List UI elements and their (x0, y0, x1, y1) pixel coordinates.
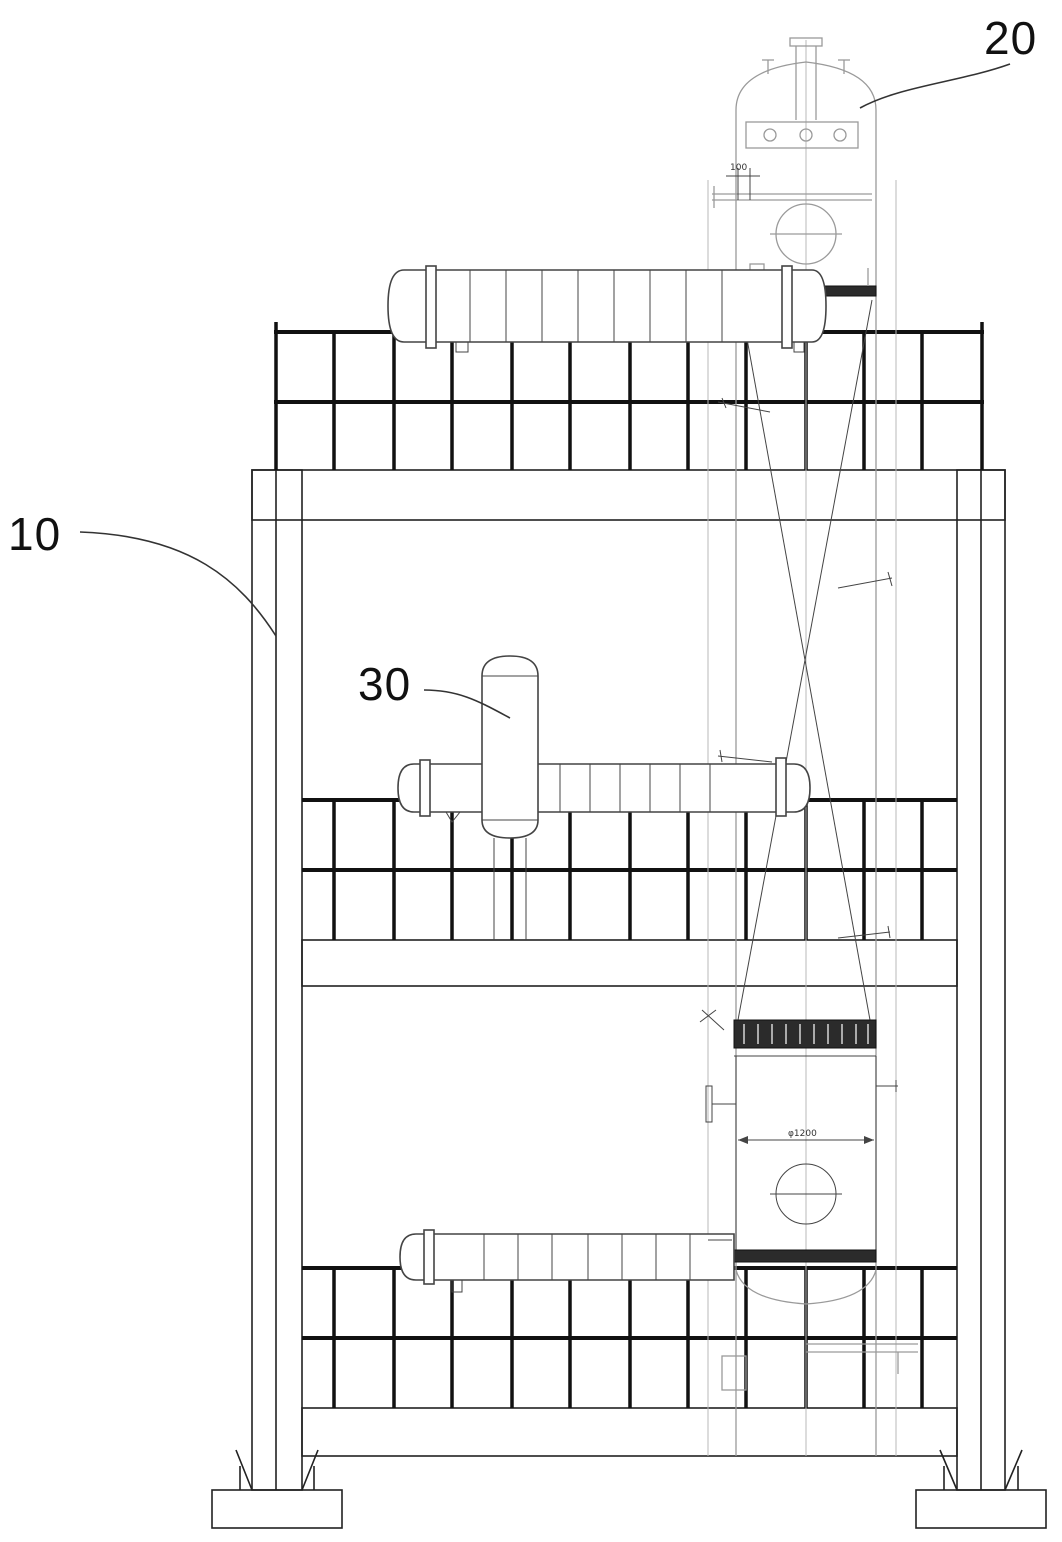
top-exchanger (387, 265, 827, 353)
lower-packing-bed (733, 1019, 877, 1049)
label-tank: 30 (358, 658, 511, 719)
label-tower: 20 (859, 12, 1037, 109)
bottom-exchanger (399, 1229, 735, 1293)
tower-diameter-dimension: φ1200 (738, 1129, 874, 1144)
label-tank-text: 30 (358, 658, 411, 710)
vertical-tank (481, 655, 539, 940)
middle-exchanger (397, 757, 811, 823)
label-tower-text: 20 (984, 12, 1037, 64)
label-frame: 10 (8, 508, 277, 637)
top-dimension-text: 100 (730, 163, 747, 173)
tower-diameter-text: φ1200 (788, 1129, 817, 1139)
middle-beam (301, 939, 958, 987)
dimension-top: 100 (726, 163, 760, 200)
left-base (211, 1449, 343, 1529)
top-beam (251, 469, 1006, 521)
left-column (251, 469, 303, 1491)
bottom-beam (301, 1407, 958, 1457)
right-base (915, 1449, 1047, 1529)
label-frame-text: 10 (8, 508, 61, 560)
top-railing (274, 322, 984, 470)
bottom-railing (302, 1266, 957, 1408)
bottom-support-plate (733, 1249, 877, 1263)
middle-railing (302, 798, 957, 940)
